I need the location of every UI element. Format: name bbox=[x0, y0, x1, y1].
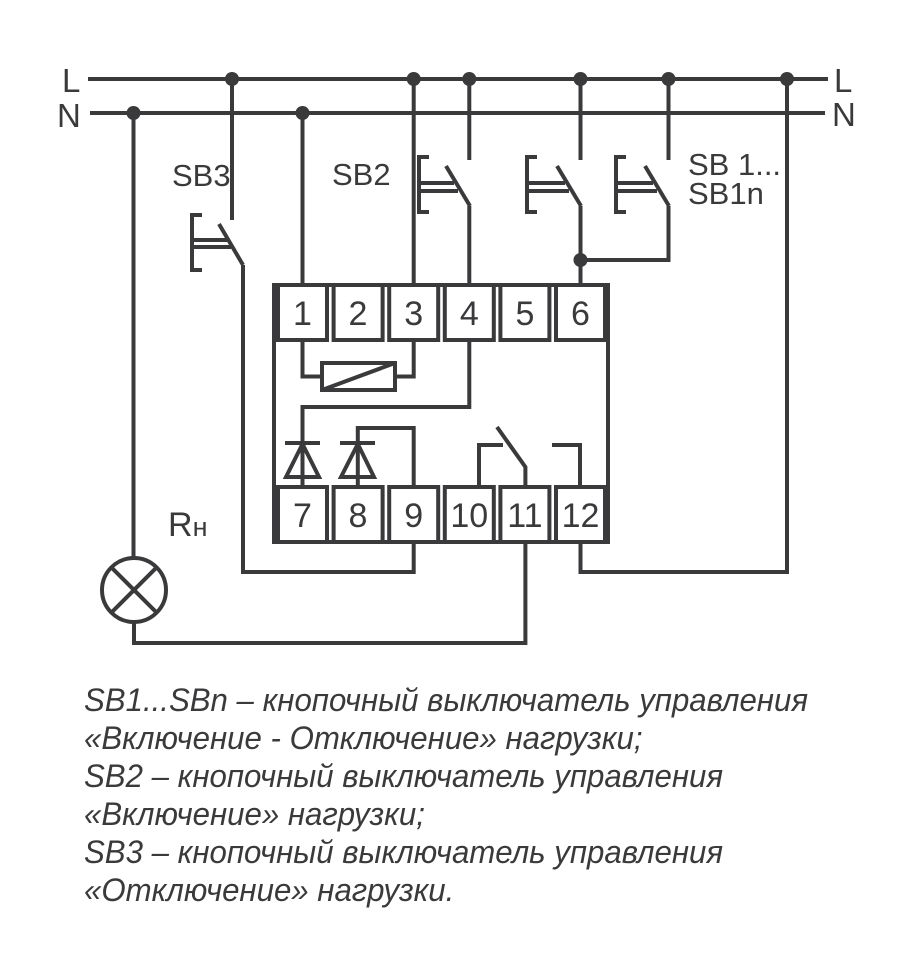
lamp-cross-icon bbox=[109, 565, 159, 615]
terminal-5-label: 5 bbox=[515, 295, 534, 333]
caption-line-6: «Отключение» нагрузки. bbox=[84, 871, 454, 908]
junction-dot bbox=[406, 72, 421, 86]
diode2-icon bbox=[337, 439, 378, 479]
terminal-8-label: 8 bbox=[349, 497, 368, 535]
n-label-left: N bbox=[57, 97, 81, 134]
sb1a-actuator-rod-icon bbox=[527, 181, 569, 193]
l-right-rail-to-terminal12-wire bbox=[578, 79, 789, 574]
caption: SB1...SBn – кнопочный выключатель управл… bbox=[84, 681, 808, 908]
terminal-11-label: 11 bbox=[507, 497, 542, 535]
terminal1-to-coil-wire bbox=[300, 340, 322, 379]
l-label-right: L bbox=[834, 62, 852, 99]
coil-to-terminal3-wire bbox=[395, 340, 416, 379]
sb2-actuator-rod-icon bbox=[419, 181, 458, 193]
l-label-left: L bbox=[62, 62, 80, 99]
terminal-row-bottom: 7 8 9 10 11 12 bbox=[276, 485, 607, 544]
diode1-icon bbox=[282, 439, 323, 479]
pushbutton-sb1-last: SB 1... SB1n bbox=[580, 147, 781, 262]
junction-dot bbox=[225, 72, 239, 86]
pushbutton-sb1-first bbox=[525, 155, 583, 285]
load-lamp: Rн bbox=[100, 506, 528, 645]
sb1n-actuator-rod-icon bbox=[616, 181, 657, 193]
junction-dot bbox=[126, 106, 141, 120]
load-label-main: R bbox=[168, 506, 193, 544]
terminal-2-label: 2 bbox=[349, 295, 368, 333]
load-label-sub: н bbox=[193, 512, 208, 542]
sb1n-contact-arm-icon bbox=[643, 164, 671, 208]
terminal-10-label: 10 bbox=[450, 497, 488, 535]
terminal-box-6 bbox=[554, 283, 607, 342]
sb1-label-line2: SB1n bbox=[688, 176, 764, 211]
sb1n-junction-wire bbox=[580, 206, 671, 262]
power-rails: L N L N bbox=[57, 62, 856, 574]
sb2-label: SB2 bbox=[332, 157, 391, 192]
terminal-1-label: 1 bbox=[293, 295, 312, 333]
n-label-right: N bbox=[832, 96, 856, 133]
diode2-to-terminal9-wire bbox=[355, 426, 416, 487]
terminal-3-label: 3 bbox=[404, 295, 423, 333]
load-label: Rн bbox=[168, 506, 207, 544]
sb1-label-line1: SB 1... bbox=[688, 147, 781, 182]
caption-line-5: SB3 – кнопочный выключатель управления bbox=[84, 833, 723, 870]
terminal-12-label: 12 bbox=[562, 497, 600, 535]
sb2-contact-arm-icon bbox=[444, 164, 472, 208]
caption-line-4: «Включение» нагрузки; bbox=[84, 795, 425, 832]
terminal-4-label: 4 bbox=[460, 295, 479, 333]
relay-contact-arm-icon bbox=[495, 425, 528, 487]
pushbutton-sb2: SB2 bbox=[332, 155, 472, 285]
junction-dot bbox=[462, 72, 477, 86]
sb3-contact-arm-icon bbox=[217, 222, 245, 267]
sb3-to-terminal9-wire bbox=[241, 265, 416, 574]
relay-contact-fixed-right-wire bbox=[552, 443, 582, 487]
terminal-row-top: 1 2 3 4 5 6 bbox=[276, 283, 607, 342]
relay-device: 1 2 3 4 5 6 7 8 9 10 11 12 bbox=[272, 283, 610, 544]
device-internal-circuit bbox=[282, 340, 582, 487]
junction-dot bbox=[661, 72, 676, 86]
junction-dot bbox=[573, 72, 588, 86]
junction-dot bbox=[295, 106, 310, 120]
sb3-label: SB3 bbox=[172, 158, 231, 193]
sb1a-contact-arm-icon bbox=[555, 164, 583, 208]
terminal-box-10 bbox=[442, 485, 496, 544]
terminal-6-label: 6 bbox=[571, 295, 590, 333]
sb3-actuator-rod-icon bbox=[192, 238, 231, 249]
relay-contact-fixed-left-wire bbox=[477, 443, 503, 487]
relay-coil-diagonal bbox=[321, 361, 396, 392]
pushbutton-sb3: SB3 bbox=[172, 158, 416, 574]
lamp-to-terminal11-wire bbox=[132, 542, 528, 645]
junction-dot bbox=[780, 72, 794, 86]
caption-line-3: SB2 – кнопочный выключатель управления bbox=[84, 757, 723, 794]
device-outline bbox=[272, 283, 610, 544]
caption-line-1: SB1...SBn – кнопочный выключатель управл… bbox=[84, 681, 808, 718]
caption-line-2: «Включение - Отключение» нагрузки; bbox=[84, 719, 643, 756]
terminal-7-label: 7 bbox=[293, 497, 312, 535]
terminal-box-5 bbox=[498, 283, 552, 342]
sb3-actuator-bracket-icon bbox=[190, 213, 202, 272]
terminal-9-label: 9 bbox=[404, 497, 423, 535]
terminal-box-2 bbox=[331, 283, 385, 342]
